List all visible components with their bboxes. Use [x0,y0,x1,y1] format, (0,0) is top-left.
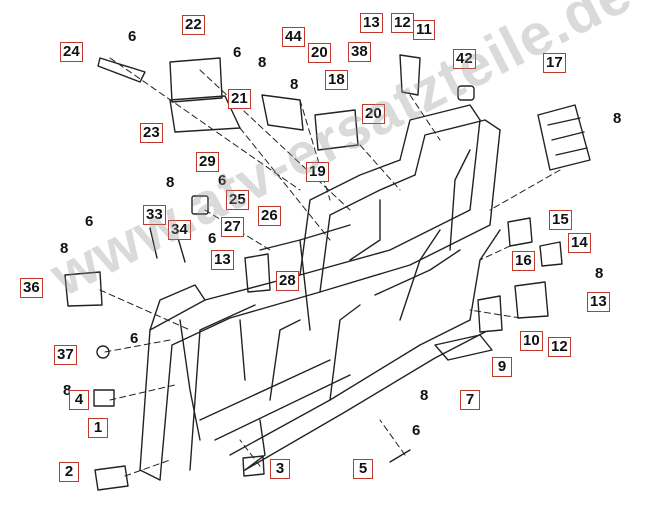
clip-3 [242,455,265,477]
callout-25: 25 [226,190,249,210]
callout-22: 22 [182,15,205,35]
callout-8: 8 [595,265,604,282]
callout-8: 8 [166,174,175,191]
bar-7 [434,334,493,361]
callout-23: 23 [140,123,163,143]
bolt-5 [389,449,411,463]
callout-19: 19 [306,162,329,182]
callout-44: 44 [282,27,305,47]
callout-13: 13 [587,292,610,312]
callout-1: 1 [88,418,108,438]
callout-38: 38 [348,42,371,62]
callout-6: 6 [130,330,139,347]
callout-34: 34 [168,220,191,240]
callout-16: 16 [512,251,535,271]
bracket-9 [477,295,503,333]
callout-9: 9 [492,357,512,377]
bracket-10 [514,281,549,319]
bracket-28 [244,253,271,293]
callout-8: 8 [290,76,299,93]
callout-3: 3 [270,459,290,479]
callout-24: 24 [60,42,83,62]
callout-6: 6 [208,230,217,247]
bracket-21 [261,94,304,131]
callout-21: 21 [228,89,251,109]
callout-27: 27 [221,217,244,237]
callout-13: 13 [211,250,234,270]
callout-7: 7 [460,390,480,410]
callout-6: 6 [218,172,227,189]
bracket-15 [507,217,533,247]
sleeve-42 [457,85,475,101]
callout-8: 8 [63,382,72,399]
callout-6: 6 [412,422,421,439]
bolt-34 [177,237,186,263]
callout-36: 36 [20,278,43,298]
callout-4: 4 [69,390,89,410]
bracket-36 [64,271,103,307]
callout-29: 29 [196,152,219,172]
callout-8: 8 [258,54,267,71]
callout-18: 18 [325,70,348,90]
plate-22 [169,57,223,103]
bracket-11 [399,54,421,96]
bracket-2 [94,465,129,491]
bracket-24 [97,57,146,83]
callout-12: 12 [391,13,414,33]
plate-20 [314,109,359,151]
callout-15: 15 [549,210,572,230]
bracket-4 [93,389,115,407]
callout-13: 13 [360,13,383,33]
footrest-17 [537,104,591,171]
callout-28: 28 [276,271,299,291]
callout-8: 8 [60,240,69,257]
bracket-14 [539,241,563,267]
washer-37 [96,345,110,359]
callout-20: 20 [362,104,385,124]
callout-5: 5 [353,459,373,479]
callout-8: 8 [613,110,622,127]
callout-37: 37 [54,345,77,365]
callout-12: 12 [548,337,571,357]
callout-6: 6 [128,28,137,45]
mount-29 [191,195,209,215]
callout-11: 11 [413,20,435,40]
callout-14: 14 [568,233,591,253]
bolt-33 [149,227,158,259]
callout-6: 6 [85,213,94,230]
callout-2: 2 [59,462,79,482]
callout-17: 17 [543,53,566,73]
callout-20: 20 [308,43,331,63]
callout-8: 8 [420,387,429,404]
callout-26: 26 [258,206,281,226]
callout-10: 10 [520,331,543,351]
callout-33: 33 [143,205,166,225]
callout-42: 42 [453,49,476,69]
callout-6: 6 [233,44,242,61]
